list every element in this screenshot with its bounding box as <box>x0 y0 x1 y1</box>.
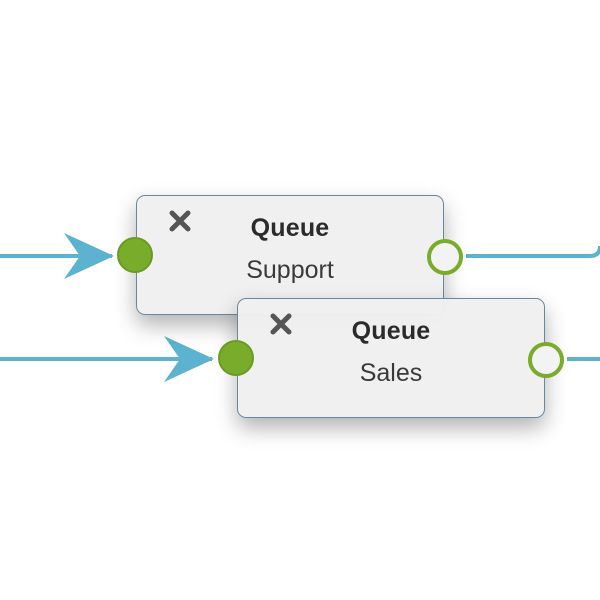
arrowhead-in-sales <box>164 336 214 382</box>
output-port[interactable] <box>528 342 564 378</box>
connector-out-support[interactable] <box>466 245 600 258</box>
queue-node-sales[interactable]: Queue Sales <box>218 298 564 418</box>
arrowhead-in-support <box>64 233 114 279</box>
input-port[interactable] <box>218 340 254 376</box>
output-port[interactable] <box>427 239 463 275</box>
node-title: Queue <box>351 317 431 345</box>
input-port[interactable] <box>117 237 153 273</box>
close-icon[interactable] <box>268 311 294 337</box>
node-subtitle: Support <box>246 256 334 284</box>
queue-node-support[interactable]: Queue Support <box>117 195 463 315</box>
node-subtitle: Sales <box>359 359 423 387</box>
node-title: Queue <box>250 214 330 242</box>
close-icon[interactable] <box>167 208 193 234</box>
